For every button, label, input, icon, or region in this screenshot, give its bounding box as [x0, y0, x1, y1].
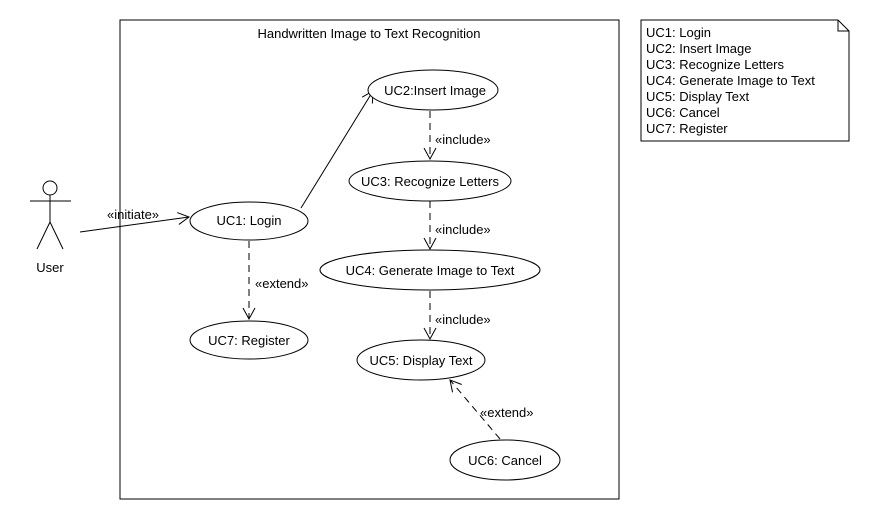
- use-case-uc6-label: UC6: Cancel: [468, 453, 542, 468]
- use-case-uc2: [367, 69, 499, 111]
- use-case-uc3: [348, 160, 512, 202]
- actor-head: [42, 180, 58, 196]
- use-case-uc5: [356, 339, 486, 381]
- system-title: Handwritten Image to Text Recognition: [257, 26, 480, 41]
- use-case-uc1-label: UC1: Login: [216, 213, 281, 228]
- extend-label-uc1-uc7: «extend»: [255, 276, 309, 291]
- include-label-uc3-uc4: «include»: [435, 222, 491, 237]
- include-label-uc4-uc5: «include»: [435, 312, 491, 327]
- legend-item: UC6: Cancel: [646, 105, 720, 120]
- legend-item: UC7: Register: [646, 121, 728, 136]
- association-user-uc1: [79, 212, 191, 233]
- use-case-uc4-label: UC4: Generate Image to Text: [346, 263, 515, 278]
- legend-item: UC1: Login: [646, 25, 711, 40]
- include-label-uc2-uc3: «include»: [435, 132, 491, 147]
- legend-item: UC5: Display Text: [646, 89, 749, 104]
- extend-label-uc6-uc5: «extend»: [480, 405, 534, 420]
- use-case-uc1: [189, 201, 309, 241]
- note-outline: [640, 19, 850, 142]
- legend-item: UC2: Insert Image: [646, 41, 752, 56]
- use-case-uc3-label: UC3: Recognize Letters: [361, 174, 500, 189]
- use-case-uc4: [319, 249, 541, 291]
- actor-name: User: [36, 260, 64, 275]
- use-case-uc7-label: UC7: Register: [208, 333, 290, 348]
- use-case-uc2-label: UC2:Insert Image: [384, 83, 486, 98]
- actor-right-leg: [49, 221, 64, 250]
- legend-note: UC1: Login UC2: Insert Image UC3: Recogn…: [640, 19, 850, 142]
- use-case-uc6: [449, 439, 561, 481]
- use-case-uc7: [189, 320, 309, 360]
- association-uc1-uc2: [300, 90, 374, 209]
- note-fold-corner: [837, 20, 849, 32]
- legend-item: UC3: Recognize Letters: [646, 57, 785, 72]
- use-case-uc5-label: UC5: Display Text: [369, 353, 472, 368]
- initiate-label: «initiate»: [107, 207, 159, 222]
- actor-user: [30, 180, 71, 250]
- extend-uc6-uc5: [449, 379, 501, 440]
- legend-item: UC4: Generate Image to Text: [646, 73, 815, 88]
- actor-left-leg: [36, 221, 51, 250]
